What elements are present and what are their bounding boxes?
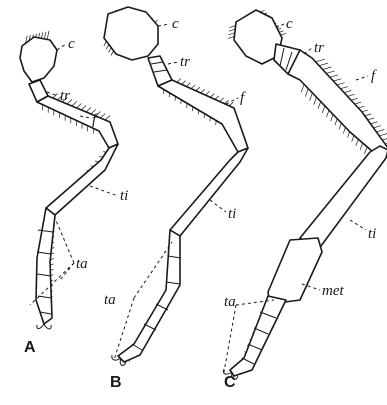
leg-a-label-trochanter: tr — [60, 88, 70, 104]
leg-b-tarsus — [118, 230, 180, 362]
leg-c-femur — [288, 50, 387, 158]
leg-a-label-tibia: ti — [120, 188, 128, 204]
leg-c-label-trochanter: tr — [314, 40, 324, 56]
leg-a-label-coxa: c — [68, 36, 75, 52]
leg-a-femur — [37, 96, 118, 148]
bristle — [101, 114, 106, 119]
leg-b-label-tibia: ti — [228, 206, 236, 222]
leg-a: c tr f ti ta A — [20, 36, 128, 356]
bristle — [86, 108, 91, 113]
leg-a-label-tarsus: ta — [76, 256, 88, 272]
leg-b-label-femur: f — [240, 90, 246, 106]
leg-b-label-trochanter: tr — [180, 54, 190, 70]
leg-c-tarsus — [230, 296, 286, 376]
leg-c-caption: C — [224, 374, 236, 391]
leg-c-metatarsus — [268, 238, 322, 304]
leg-c-label-coxa: c — [286, 16, 293, 32]
leg-c-label-metatarsus: met — [322, 283, 344, 299]
bristle — [96, 112, 101, 117]
leg-b-label-tarsus: ta — [104, 292, 116, 308]
leg-b-label-coxa: c — [172, 16, 179, 32]
bristle — [305, 88, 308, 96]
leg-b-tibia — [170, 148, 248, 236]
leg-a-caption: A — [24, 339, 36, 356]
leg-b-coxa — [104, 7, 158, 60]
leg-a-coxa — [20, 37, 57, 82]
bristle — [77, 104, 82, 109]
leg-a-claw — [37, 324, 51, 329]
leg-c-label-tarsus: ta — [224, 294, 236, 310]
bristle — [72, 102, 77, 107]
bristle — [105, 116, 110, 121]
leg-c: c tr f ti met ta C — [223, 10, 387, 391]
leg-a-tarsus — [36, 208, 55, 324]
leg-c-label-tibia: ti — [368, 226, 376, 242]
bristle — [301, 84, 304, 92]
bristle — [319, 63, 329, 66]
leg-a-tibia — [46, 144, 118, 215]
bristle — [81, 106, 86, 111]
leg-c-label-femur: f — [371, 68, 377, 84]
bristle — [315, 59, 325, 62]
leg-b-caption: B — [110, 374, 122, 391]
